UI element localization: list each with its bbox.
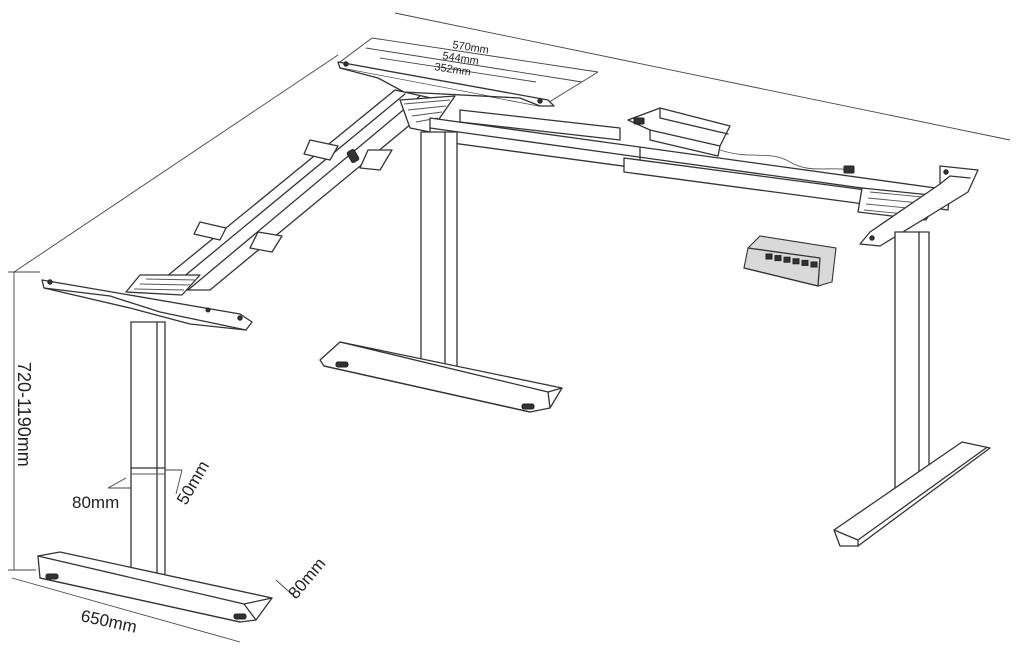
right-beam — [429, 109, 951, 221]
bracket-dimension-lines — [339, 37, 599, 105]
control-box — [627, 107, 855, 174]
handset-button — [792, 258, 800, 265]
handset-control-panel — [743, 235, 837, 287]
leg-section-dimension-lines — [107, 469, 183, 495]
middle-foot — [319, 341, 563, 413]
left-leg — [130, 321, 166, 581]
dim-label-352: 352mm — [434, 61, 472, 79]
right-top-bracket — [859, 165, 979, 247]
right-leg — [894, 231, 930, 489]
dim-label-570: 570mm — [452, 39, 490, 57]
middle-leg — [420, 131, 458, 373]
left-beam — [125, 89, 456, 296]
dim-label-foot-height: 80mm — [285, 554, 330, 602]
overall-dimension-lines — [8, 12, 1011, 643]
back-top-bracket — [337, 61, 555, 107]
handset-buttons — [765, 253, 818, 268]
dim-label-544: 544mm — [442, 50, 480, 68]
handset-button — [774, 255, 782, 262]
right-foot — [833, 441, 991, 547]
dim-label-height: 720-1190mm — [14, 362, 34, 467]
dim-label-leg-depth: 80mm — [72, 493, 119, 512]
handset-button — [765, 253, 773, 260]
handset-button — [783, 256, 791, 263]
left-foot — [37, 551, 273, 623]
handset-button — [801, 259, 809, 266]
front-left-top-bracket — [41, 279, 253, 331]
handset-button — [810, 261, 818, 268]
